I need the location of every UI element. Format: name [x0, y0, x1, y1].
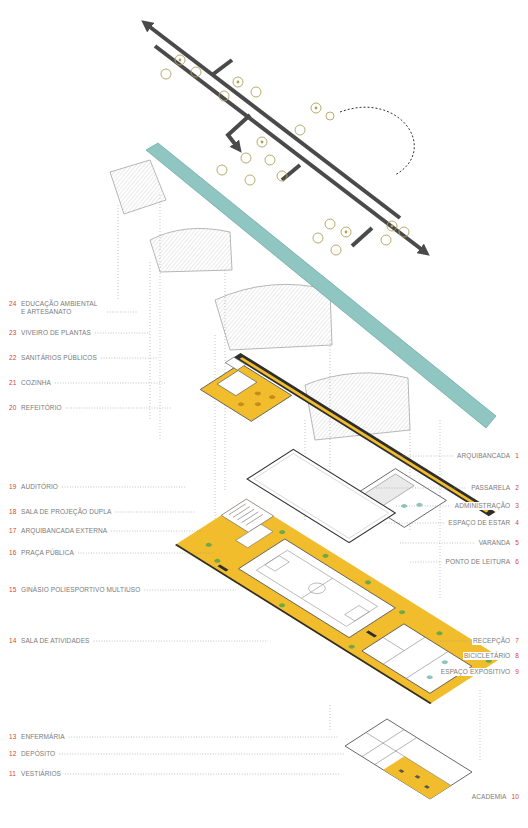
callout-label: ARQUIBANCADA EXTERNA — [20, 527, 108, 535]
callout-label: PONTO DE LEITURA — [445, 558, 512, 566]
leader-line — [400, 543, 475, 544]
callout-number: 8 — [514, 652, 520, 660]
leader-line — [65, 774, 340, 775]
callout-number: 21 — [8, 379, 17, 387]
callout-number: 1 — [514, 452, 520, 460]
leader-line — [95, 333, 150, 334]
callout-number: 22 — [8, 354, 17, 362]
leader-line — [396, 506, 451, 507]
lower-level — [345, 719, 472, 799]
callout-number: 20 — [8, 404, 17, 412]
callout-label: VARANDA — [478, 539, 512, 547]
callout-number: 2 — [514, 484, 520, 492]
callout-label: DEPÓSITO — [20, 750, 56, 758]
callout-number: 3 — [514, 502, 520, 510]
callout-label: EDUCAÇÃO AMBIENTAL E ARTESANATO — [20, 300, 104, 316]
roof-shell — [215, 284, 332, 350]
leader-line — [101, 358, 158, 359]
callout-number: 14 — [8, 637, 17, 645]
callout-number: 23 — [8, 329, 17, 337]
callout-number: 19 — [8, 483, 17, 491]
leader-line — [386, 523, 444, 524]
leader-line — [94, 641, 268, 642]
dashed-path — [340, 107, 414, 175]
callout-number: 13 — [8, 733, 17, 741]
activity-block — [362, 624, 472, 693]
outdoor-stands — [236, 524, 273, 548]
leader-line — [69, 737, 338, 738]
callout-number: 7 — [514, 637, 520, 645]
projection-lines — [118, 195, 480, 760]
leader-line — [107, 312, 138, 313]
lower-plate — [345, 719, 472, 799]
leader-line — [111, 531, 202, 532]
gym-room — [383, 756, 451, 799]
callout-number: 6 — [514, 558, 520, 566]
callout-number: 15 — [8, 586, 17, 594]
leader-line — [440, 641, 469, 642]
leader-line — [78, 553, 214, 554]
sports-court — [239, 539, 396, 638]
callout-number: 24 — [8, 300, 17, 308]
flow-arrow — [155, 46, 425, 252]
callout-label: ESPAÇO EXPOSITIVO — [440, 668, 512, 676]
callout-label: ENFERMÁRIA — [20, 733, 66, 741]
leader-line — [410, 562, 442, 563]
callout-label: ACADEMIA — [471, 793, 508, 801]
callout-label: BICICLETÁRIO — [463, 652, 511, 660]
flow-branch — [228, 115, 250, 148]
callout-label: AUDITÓRIO — [20, 483, 59, 491]
callout-label: VESTIÁRIOS — [20, 770, 62, 778]
callout-number: 11 — [8, 770, 17, 778]
callout-number: 12 — [8, 750, 17, 758]
callout-label: SANITÁRIOS PÚBLICOS — [20, 354, 98, 362]
callout-label: VIVEIRO DE PLANTAS — [20, 329, 92, 337]
leader-line — [59, 754, 344, 755]
leader-line — [55, 383, 166, 384]
callout-label: REFEITÓRIO — [20, 404, 63, 412]
callout-label: ADMINISTRAÇÃO — [454, 502, 511, 510]
flow-branch — [212, 60, 232, 75]
flow-branch — [282, 165, 300, 180]
callout-label: SALA DE PROJEÇÃO DUPLA — [20, 508, 112, 516]
callout-label: ESPAÇO DE ESTAR — [447, 519, 511, 527]
leader-line — [66, 408, 172, 409]
leader-line — [392, 456, 453, 457]
cafeteria-plate — [200, 364, 291, 422]
roof-shell — [110, 160, 166, 214]
callout-number: 18 — [8, 508, 17, 516]
callout-label: RECEPÇÃO — [472, 637, 511, 645]
leader-line — [376, 488, 467, 489]
callout-label: ARQUIBANCADA — [456, 452, 511, 460]
callout-label: SALA DE ATIVIDADES — [20, 637, 91, 645]
leader-line — [115, 512, 196, 513]
callout-number: 10 — [511, 793, 520, 801]
flow-branch — [352, 228, 372, 246]
roof-shell — [150, 228, 232, 272]
flow-arrow — [146, 24, 400, 218]
workshop — [225, 357, 245, 370]
leader-line — [62, 487, 186, 488]
callout-number: 16 — [8, 549, 17, 557]
callout-label: PASSARELA — [470, 484, 511, 492]
leader-line — [144, 590, 236, 591]
callout-number: 4 — [514, 519, 520, 527]
circulation-diagram — [146, 24, 425, 255]
callout-number: 17 — [8, 527, 17, 535]
callout-label: PRAÇA PÚBLICA — [20, 549, 75, 557]
activity-icons — [161, 55, 409, 255]
icon-dots — [179, 59, 394, 234]
kitchen — [217, 371, 257, 396]
roof-strip — [146, 143, 496, 428]
callout-label: GINÁSIO POLIESPORTIVO MULTIUSO — [20, 586, 141, 594]
callout-number: 5 — [514, 539, 520, 547]
callout-label: COZINHA — [20, 379, 52, 387]
callout-number: 9 — [514, 668, 520, 676]
